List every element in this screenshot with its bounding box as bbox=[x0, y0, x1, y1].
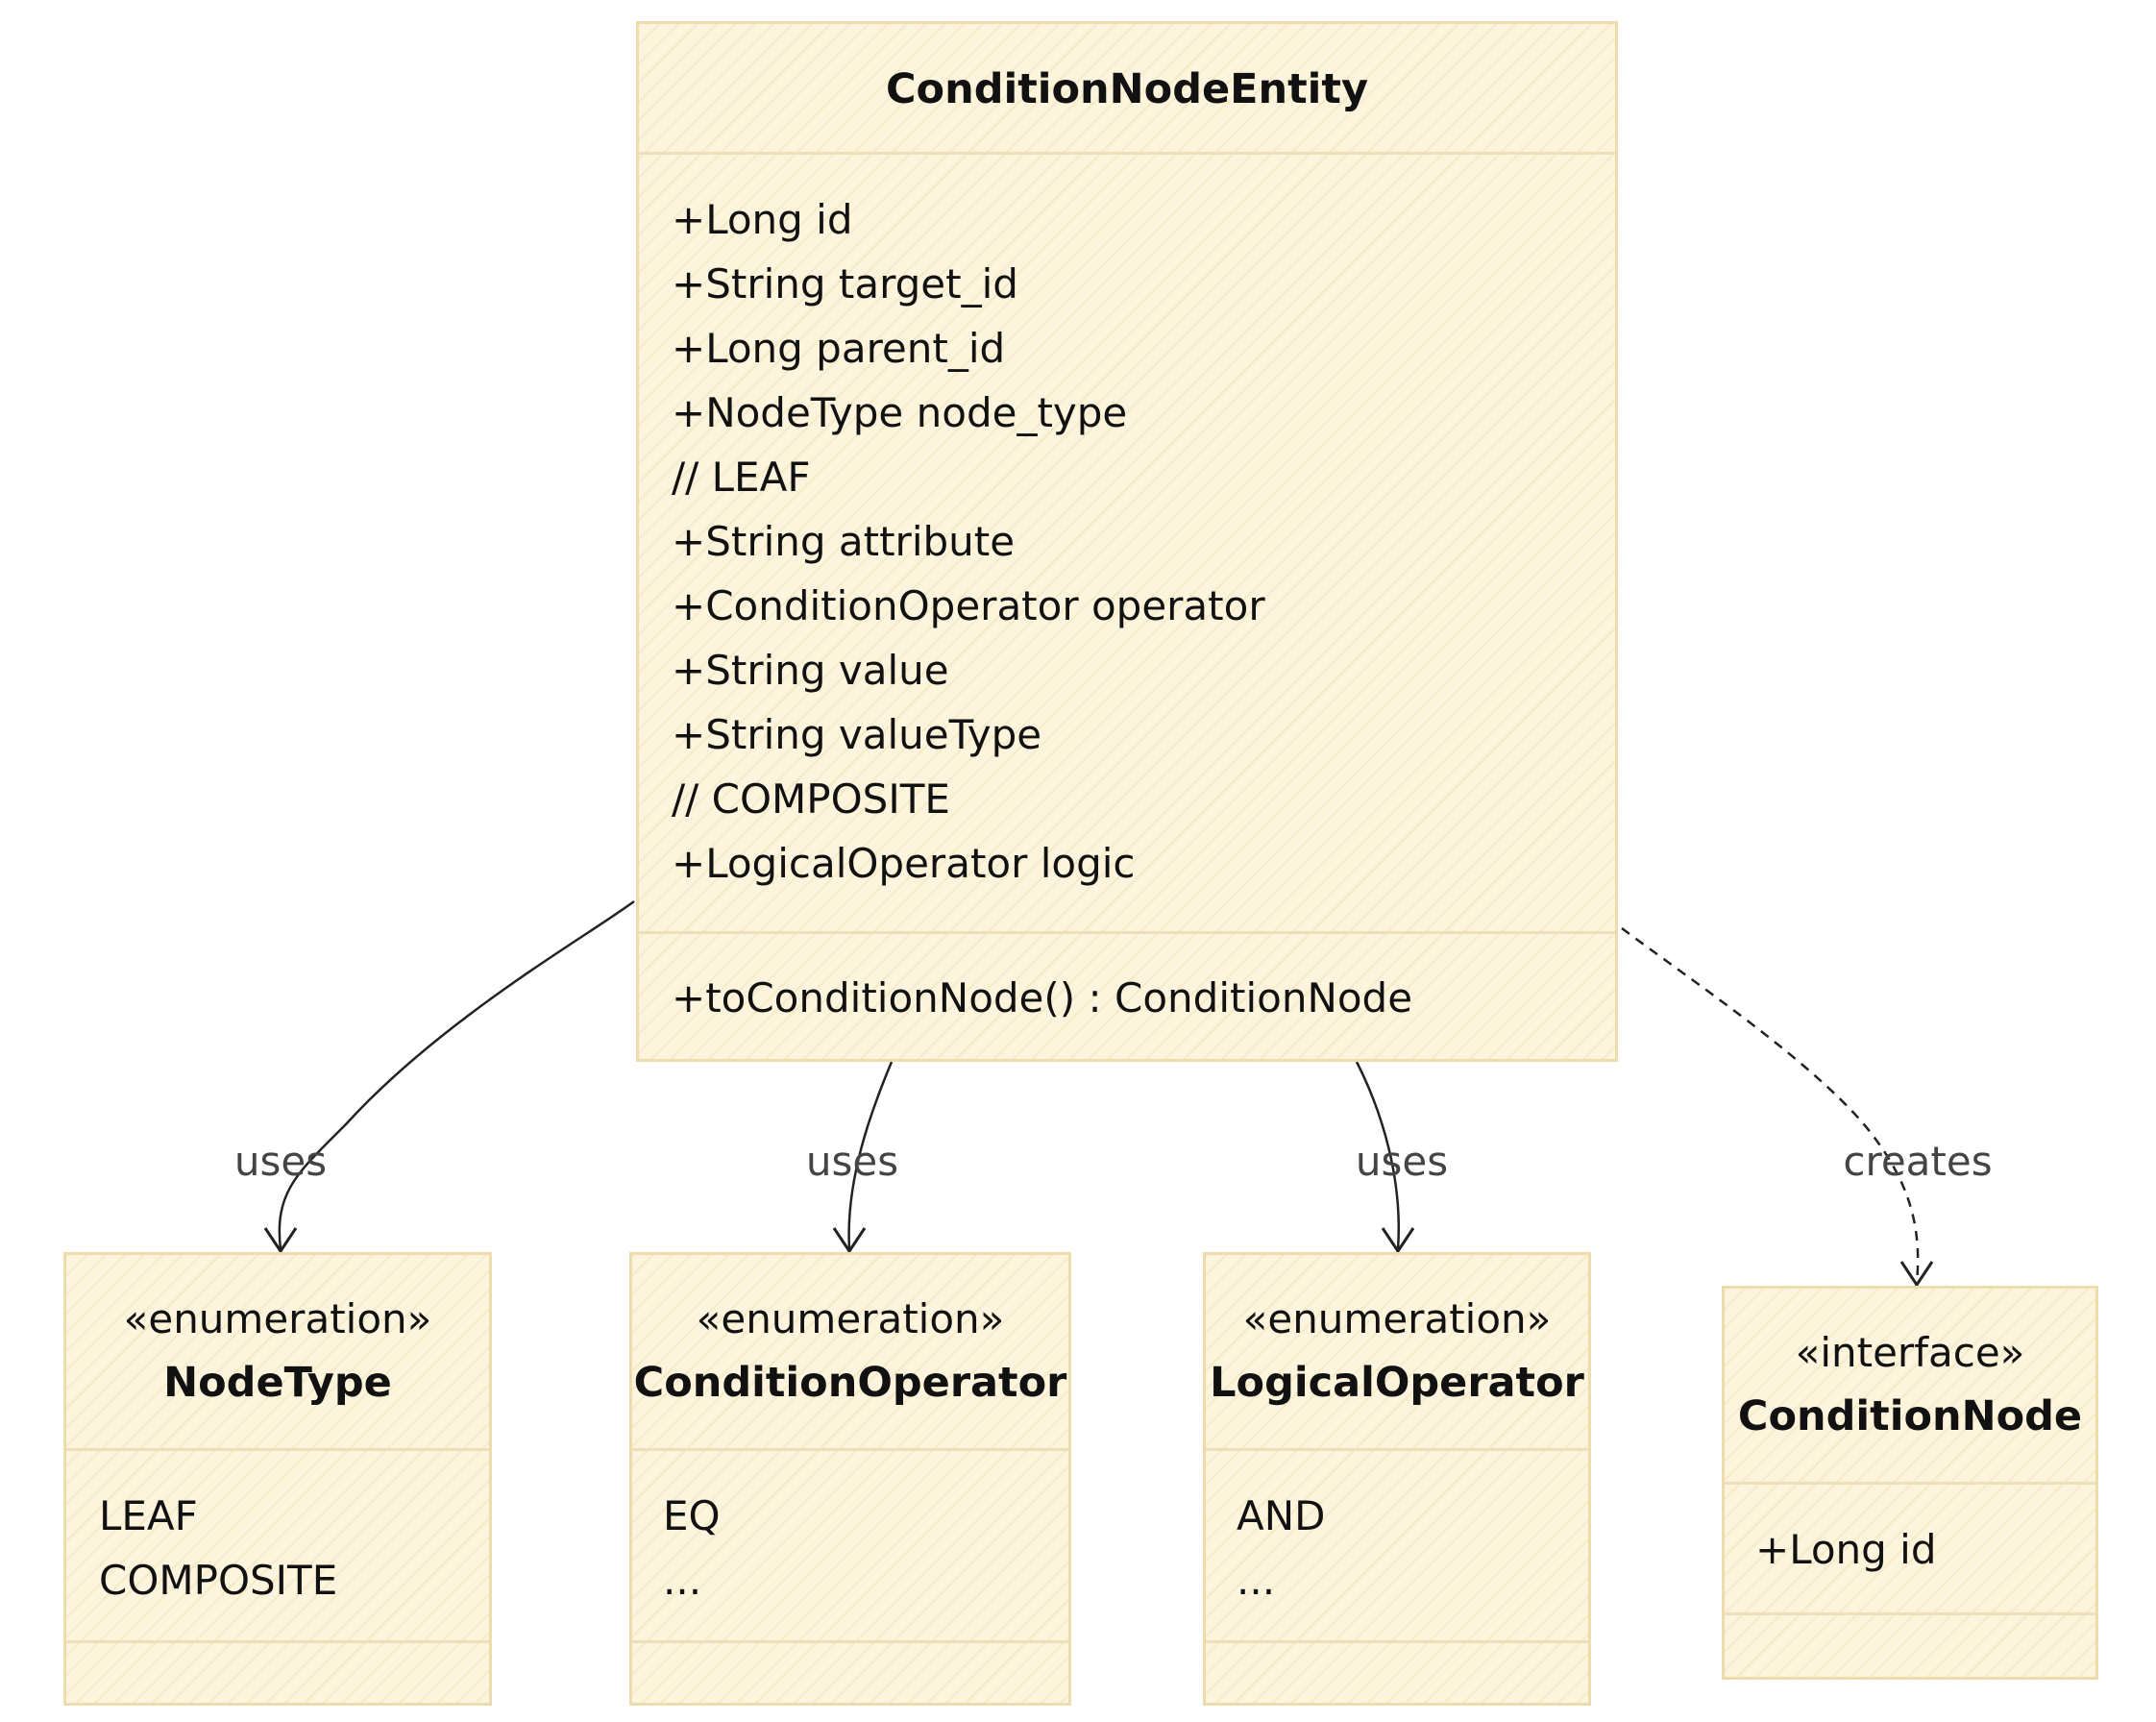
methods-section: +toConditionNode() : ConditionNode bbox=[639, 934, 1615, 1030]
method-line: +toConditionNode() : ConditionNode bbox=[672, 974, 1413, 1021]
attribute-line: +Long parent_id bbox=[672, 325, 1006, 372]
label-uses-condition-operator: uses bbox=[806, 1138, 898, 1185]
edge-uses-logical-operator bbox=[1355, 1061, 1400, 1250]
attribute-line: +String target_id bbox=[672, 260, 1018, 308]
class-logical-operator: «enumeration» LogicalOperator AND ... bbox=[1203, 1252, 1591, 1706]
values-section: LEAF COMPOSITE bbox=[66, 1451, 489, 1643]
attribute-line: +Long id bbox=[1755, 1526, 1937, 1573]
enum-value: EQ bbox=[663, 1492, 721, 1539]
attribute-line: +Long id bbox=[672, 196, 853, 243]
class-condition-node: «interface» ConditionNode +Long id bbox=[1722, 1286, 2098, 1680]
arrowhead-condition-operator bbox=[832, 1227, 867, 1254]
class-header: «enumeration» NodeType bbox=[66, 1255, 489, 1451]
class-name: ConditionNode bbox=[1737, 1392, 2083, 1440]
comment-line: // COMPOSITE bbox=[672, 775, 950, 823]
class-name: NodeType bbox=[163, 1359, 392, 1407]
edge-uses-condition-operator bbox=[847, 1061, 894, 1250]
values-section: EQ ... bbox=[632, 1451, 1068, 1643]
attribute-line: +String attribute bbox=[672, 518, 1016, 565]
enum-value: LEAF bbox=[99, 1492, 198, 1539]
class-node-type: «enumeration» NodeType LEAF COMPOSITE bbox=[63, 1252, 492, 1706]
attribute-line: +LogicalOperator logic bbox=[672, 840, 1136, 887]
values-section: AND ... bbox=[1206, 1451, 1588, 1643]
attribute-line: +ConditionOperator operator bbox=[672, 582, 1265, 629]
class-name: ConditionNodeEntity bbox=[885, 65, 1369, 113]
attributes-section: +Long id bbox=[1725, 1485, 2095, 1615]
class-header: «enumeration» ConditionOperator bbox=[632, 1255, 1068, 1451]
class-condition-operator: «enumeration» ConditionOperator EQ ... bbox=[629, 1252, 1071, 1706]
class-name: ConditionOperator bbox=[633, 1359, 1067, 1407]
attributes-section: +Long id +String target_id +Long parent_… bbox=[639, 155, 1615, 934]
label-uses-node-type: uses bbox=[234, 1138, 327, 1185]
stereotype-label: «enumeration» bbox=[123, 1295, 432, 1342]
enum-value: AND bbox=[1237, 1492, 1326, 1539]
class-name: LogicalOperator bbox=[1210, 1359, 1584, 1407]
enum-value: COMPOSITE bbox=[99, 1557, 338, 1604]
stereotype-label: «enumeration» bbox=[1242, 1295, 1552, 1342]
class-header: ConditionNodeEntity bbox=[639, 24, 1615, 155]
label-creates-condition-node: creates bbox=[1843, 1138, 1992, 1185]
attribute-line: +String value bbox=[672, 647, 949, 694]
stereotype-label: «interface» bbox=[1795, 1329, 2025, 1376]
edge-uses-node-type bbox=[278, 899, 635, 1250]
arrowhead-node-type bbox=[263, 1227, 298, 1254]
arrowhead-condition-node bbox=[1899, 1261, 1934, 1288]
arrowhead-logical-operator bbox=[1381, 1227, 1415, 1254]
enum-value: ... bbox=[1237, 1557, 1276, 1604]
class-header: «enumeration» LogicalOperator bbox=[1206, 1255, 1588, 1451]
label-uses-logical-operator: uses bbox=[1356, 1138, 1448, 1185]
class-header: «interface» ConditionNode bbox=[1725, 1289, 2095, 1485]
stereotype-label: «enumeration» bbox=[696, 1295, 1005, 1342]
class-condition-node-entity: ConditionNodeEntity +Long id +String tar… bbox=[636, 21, 1618, 1062]
attribute-line: +NodeType node_type bbox=[672, 389, 1128, 436]
comment-line: // LEAF bbox=[672, 454, 811, 501]
enum-value: ... bbox=[663, 1557, 702, 1604]
edge-creates-condition-node bbox=[1621, 926, 1920, 1284]
attribute-line: +String valueType bbox=[672, 711, 1042, 758]
